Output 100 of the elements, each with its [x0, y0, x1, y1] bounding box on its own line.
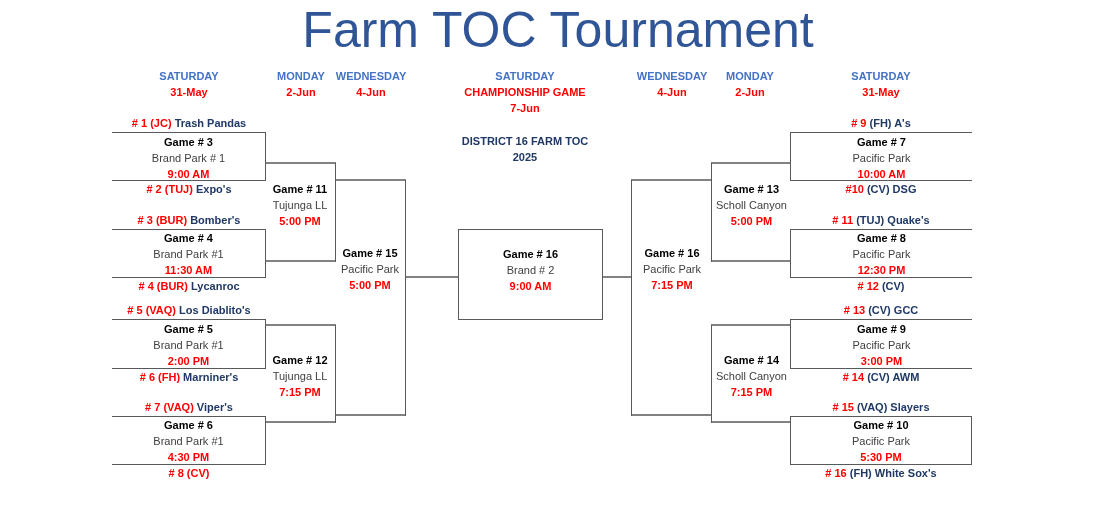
bracket-line [710, 162, 791, 164]
game-time: 7:15 PM [730, 385, 773, 400]
venue-name: Scholl Canyon [716, 198, 787, 213]
date-label: 7-Jun [510, 101, 540, 115]
team-name: # 5 (VAQ) Los Diablito's [127, 303, 251, 317]
game-time: 9:00 AM [167, 167, 210, 182]
game-number: Game # 11 [272, 182, 328, 197]
team-name: # 7 (VAQ) Viper's [145, 400, 233, 414]
bracket-line [710, 324, 791, 326]
team-name: # 1 (JC) Trash Pandas [131, 116, 247, 130]
date-label: 31-May [170, 85, 208, 99]
venue-name: Tujunga LL [272, 369, 328, 384]
venue-name: Tujunga LL [272, 198, 328, 213]
game-time: 3:00 PM [860, 354, 903, 369]
date-label: 2-Jun [286, 85, 316, 99]
game-time: 5:00 PM [349, 278, 391, 293]
venue-name: Pacific Park [852, 338, 911, 353]
venue-name: Scholl Canyon [716, 369, 787, 384]
day-heading: MONDAY [277, 69, 325, 83]
game-number: Game # 16 [644, 246, 700, 261]
day-heading: WEDNESDAY [636, 69, 708, 83]
team-name: # 2 (TUJ) Expo's [146, 182, 232, 196]
day-heading: SATURDAY [851, 69, 911, 83]
day-heading: WEDNESDAY [335, 69, 407, 83]
game-number: Game # 15 [342, 246, 398, 261]
game-time: 12:30 PM [857, 263, 906, 278]
venue-name: Pacific Park [642, 262, 702, 277]
venue-name: Brand # 2 [506, 263, 555, 278]
game-bracket [112, 132, 266, 181]
team-name: # 11 (TUJ) Quake's [832, 213, 930, 227]
day-heading: MONDAY [726, 69, 774, 83]
game-number: Game # 5 [164, 322, 213, 337]
day-heading: SATURDAY [495, 69, 555, 83]
day-heading: SATURDAY [159, 69, 219, 83]
team-name: # 14 (CV) AWM [842, 370, 920, 384]
game-number: Game # 8 [857, 231, 906, 246]
game-time: 9:00 AM [509, 279, 552, 294]
team-name: # 8 (CV) [168, 466, 210, 480]
event-title: DISTRICT 16 FARM TOC 2025 [460, 134, 590, 165]
game-time: 5:00 PM [730, 214, 773, 229]
bracket-line [630, 179, 712, 181]
bracket-line [335, 414, 407, 416]
bracket-line [335, 179, 407, 181]
game-bracket [112, 319, 266, 369]
venue-name: Brand Park # 1 [151, 151, 226, 166]
bracket-line [405, 276, 459, 278]
game-time: 7:15 PM [279, 385, 321, 400]
game-number: Game # 4 [164, 231, 213, 246]
game-number: Game # 10 [853, 418, 909, 433]
game-number: Game # 9 [857, 322, 906, 337]
venue-name: Pacific Park [340, 262, 400, 277]
game-time: 4:30 PM [167, 450, 210, 465]
game-time: 5:00 PM [279, 214, 321, 229]
bracket-line [265, 260, 337, 262]
game-bracket [790, 319, 972, 369]
game-time: 10:00 AM [857, 167, 906, 182]
venue-name: Pacific Park [851, 434, 911, 449]
bracket-line [265, 421, 337, 423]
bracket-line [265, 324, 337, 326]
bracket-line [710, 260, 791, 262]
game-number: Game # 13 [723, 182, 779, 197]
team-name: # 16 (FH) White Sox's [825, 466, 937, 480]
game-time: 2:00 PM [167, 354, 210, 369]
team-name: # 6 (FH) Marniner's [139, 370, 239, 384]
venue-name: Pacific Park [852, 247, 911, 262]
date-label: 4-Jun [356, 85, 386, 99]
team-name: # 12 (CV) [857, 279, 905, 293]
team-name: # 4 (BUR) Lycanroc [138, 279, 240, 293]
game-box [790, 416, 972, 465]
venue-name: Brand Park #1 [153, 338, 224, 353]
game-time: 7:15 PM [651, 278, 693, 293]
page-title: Farm TOC Tournament [302, 4, 814, 56]
game-number: Game # 3 [164, 135, 213, 150]
date-label: 31-May [862, 85, 900, 99]
game-bracket [112, 229, 266, 278]
team-name: # 15 (VAQ) Slayers [832, 400, 930, 414]
date-label: 4-Jun [657, 85, 687, 99]
bracket-line [602, 276, 632, 278]
game-number: Game # 7 [857, 135, 906, 150]
round-heading: CHAMPIONSHIP GAME [464, 85, 586, 99]
venue-name: Pacific Park [852, 151, 911, 166]
game-bracket [790, 132, 972, 181]
bracket-line [710, 421, 791, 423]
bracket-line [630, 414, 712, 416]
venue-name: Brand Park #1 [153, 247, 224, 262]
team-name: # 9 (FH) A's [851, 116, 911, 130]
bracket-line [265, 162, 337, 164]
game-time: 11:30 AM [164, 263, 213, 278]
game-number: Game # 6 [164, 418, 213, 433]
game-number: Game # 16 [502, 247, 558, 262]
game-time: 5:30 PM [860, 450, 902, 465]
game-number: Game # 12 [272, 353, 328, 368]
game-number: Game # 14 [723, 353, 779, 368]
team-name: # 3 (BUR) Bomber's [137, 213, 241, 227]
game-bracket [790, 229, 972, 278]
venue-name: Brand Park #1 [153, 434, 224, 449]
team-name: # 13 (CV) GCC [843, 303, 919, 317]
game-bracket [112, 416, 266, 465]
game-box [458, 229, 603, 320]
team-name: #10 (CV) DSG [845, 182, 917, 196]
